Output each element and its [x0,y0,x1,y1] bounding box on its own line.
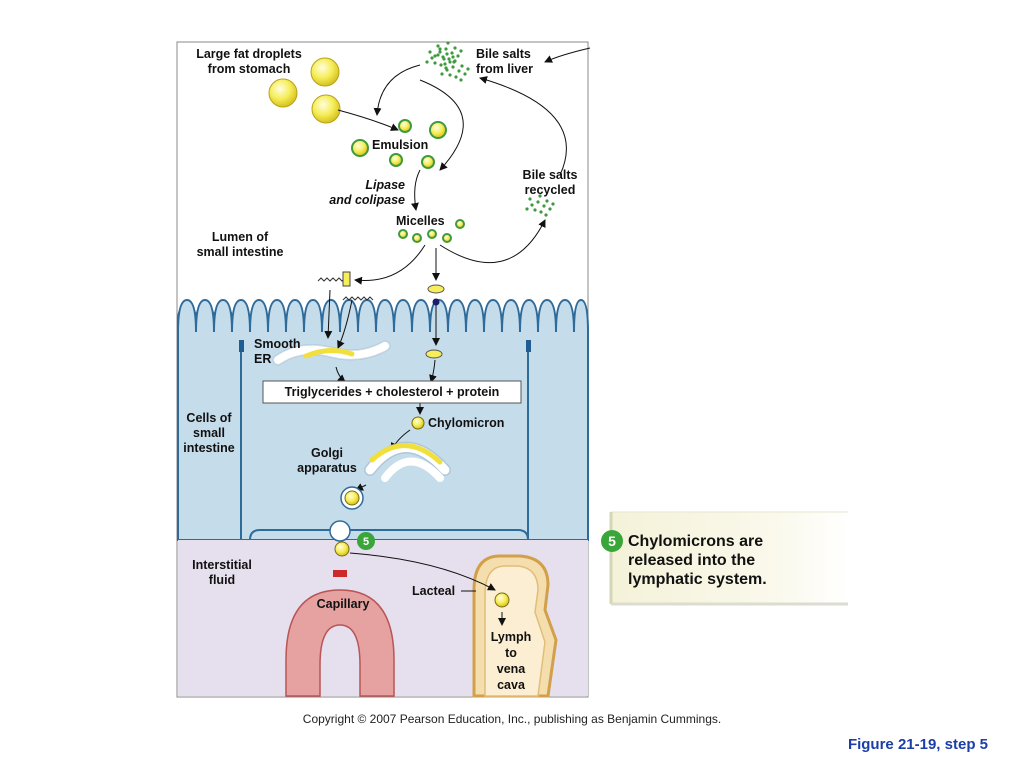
svg-text:5: 5 [363,536,369,548]
lumen-arrows [324,47,591,626]
capillary-vessel [285,589,395,697]
transporter [432,298,440,306]
step-badge-diagram: 5 [357,532,375,550]
label-chylomicron: Chylomicron [428,416,504,430]
figure-reference: Figure 21-19, step 5 [847,736,988,753]
intestinal-cell-layer [177,298,589,541]
fat-droplets [268,57,341,124]
emulsion-droplets [351,119,447,169]
lymph-chylomicron [494,592,510,608]
svg-text:5: 5 [608,533,616,549]
label-emulsion: Emulsion [372,138,428,152]
cholesterol-cell [425,349,443,359]
released-chylomicron [334,541,350,557]
label-micelles: Micelles [396,214,445,228]
golgi-apparatus [364,441,451,482]
chylomicron-particle [411,416,425,430]
micelles-group [398,219,465,243]
exocytosis-vesicle [329,520,351,542]
copyright-notice: Copyright © 2007 Pearson Education, Inc.… [302,712,722,726]
smooth-er [272,340,391,366]
monoglyceride [342,271,351,287]
label-capillary: Capillary [317,597,370,611]
label-synthesis: Triglycerides + cholesterol + protein [285,385,500,399]
callout-step-badge [601,530,623,552]
capillary-pore [333,570,347,577]
label-lacteal: Lacteal [412,584,455,598]
cholesterol-lumen [427,284,445,294]
synthesis-box [262,380,522,404]
